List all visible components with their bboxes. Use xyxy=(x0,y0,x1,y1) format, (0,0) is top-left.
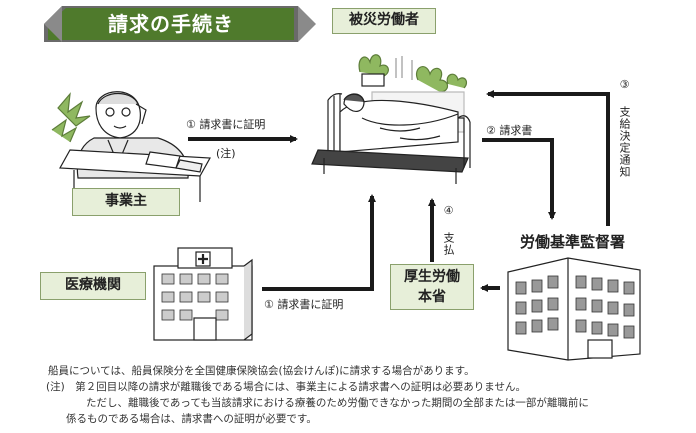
ministry-label-line1: 厚生労働 xyxy=(404,269,460,285)
note-line-2: (注) 第２回目以降の請求が離職後である場合には、事業主による請求書への証明は必… xyxy=(46,381,526,393)
victim-illustration xyxy=(311,54,471,184)
note-line-3: ただし、離職後であっても当該請求における療養のため労働できなかった期間の全部また… xyxy=(86,397,589,409)
arrow-victim-to-office xyxy=(482,138,556,220)
note-line-1: 船員については、船員保険分を全国健康保険協会(協会けんぽ)に請求する場合がありま… xyxy=(48,365,475,377)
arrow-medical-to-victim xyxy=(262,194,376,291)
medical-label: 医療機関 xyxy=(40,272,146,300)
step-employer-to-victim: ① 請求書に証明 xyxy=(186,118,266,131)
step-office-to-victim: ③ 支給決定通知 xyxy=(618,78,631,178)
arrows xyxy=(188,90,610,292)
labor-office-label: 労働基準監督署 xyxy=(520,233,626,251)
title-banner xyxy=(44,6,316,42)
ministry-label: 厚生労働 本省 xyxy=(390,264,474,310)
page-title: 請求の手続き xyxy=(108,12,234,36)
step-medical-to-ministry: ① 請求書に証明 xyxy=(264,298,344,311)
arrow-office-to-victim xyxy=(486,90,610,226)
employer-illustration xyxy=(51,91,211,202)
victim-label: 被災労働者 xyxy=(332,8,436,34)
labor-office-illustration xyxy=(507,257,641,361)
step-ministry-to-victim: ④ 支払 xyxy=(442,204,455,256)
ministry-label-line2: 本省 xyxy=(418,289,446,305)
hospital-illustration xyxy=(153,247,253,341)
employer-label: 事業主 xyxy=(72,188,180,216)
note-line-4: 係るものである場合は、請求書への証明が必要です。 xyxy=(66,413,317,425)
step-employer-note: (注) xyxy=(216,147,236,160)
step-victim-to-office: ② 請求書 xyxy=(486,124,533,137)
